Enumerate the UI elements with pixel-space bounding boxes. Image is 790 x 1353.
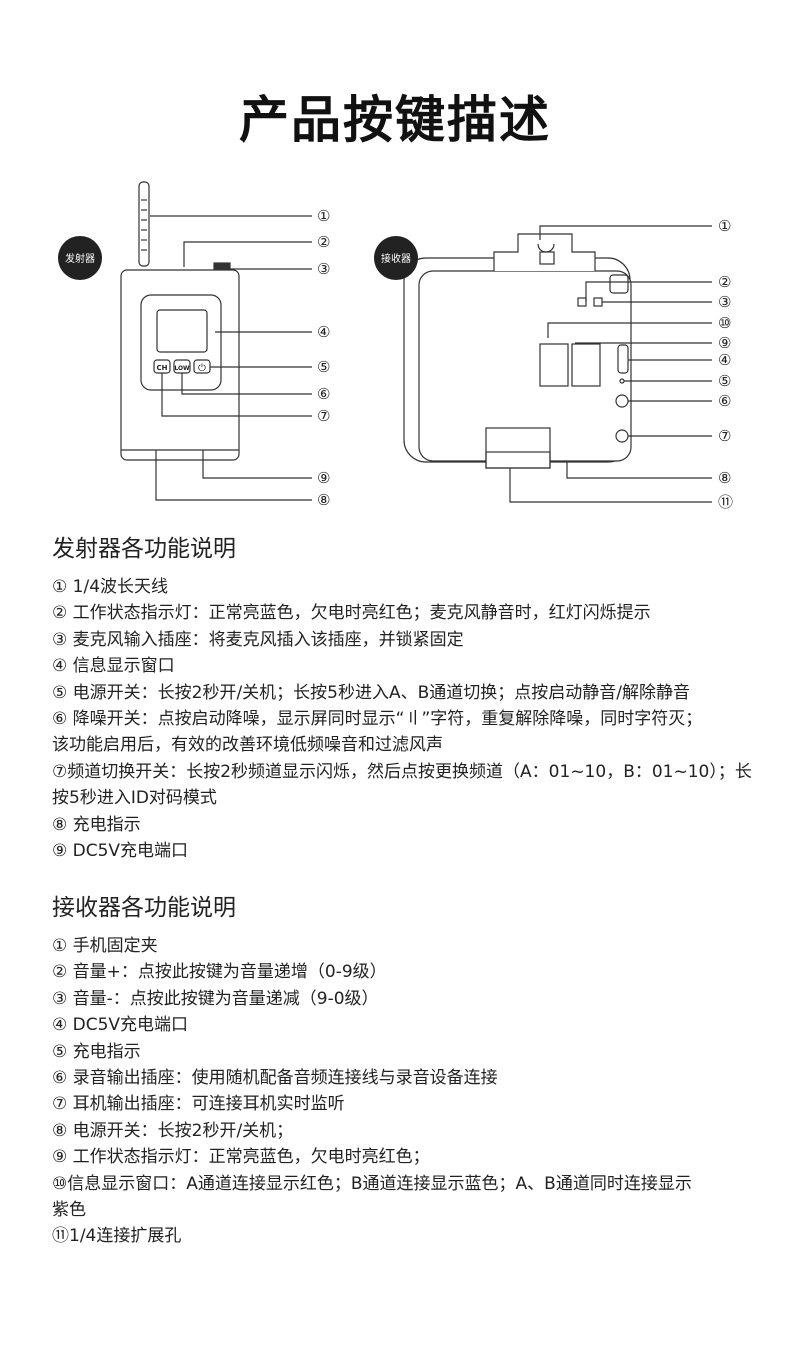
tx-callout-5: ⑤ [317, 358, 330, 376]
rx-callout-6: ⑥ [718, 392, 731, 410]
receiver-window-a [539, 343, 569, 387]
product-diagram: 发射器 接收器 CH LOW ⏻ ① ② ③ ④ ⑤ ⑥ ⑦ ⑨ ⑧ ① ② ③… [58, 181, 733, 511]
transmitter-heading: 发射器各功能说明 [52, 536, 236, 562]
receiver-line: ⑥ 录音输出插座：使用随机配备音频连接线与录音设备连接 [52, 1068, 498, 1089]
receiver-heading: 接收器各功能说明 [52, 895, 236, 921]
receiver-line: ② 音量+：点按此按键为音量递增（0-9级） [52, 962, 387, 983]
transmitter-panel [140, 294, 222, 391]
rx-callout-4: ④ [718, 351, 731, 369]
tx-callout-2: ② [317, 233, 330, 251]
transmitter-line: ⑨ DC5V充电端口 [52, 841, 189, 862]
receiver-line: ⑦ 耳机输出插座：可连接耳机实时监听 [52, 1094, 345, 1115]
rx-callout-7: ⑦ [718, 427, 731, 445]
transmitter-line: ⑧ 充电指示 [52, 814, 141, 835]
tx-callout-3: ③ [317, 260, 330, 278]
receiver-line: ⑤ 充电指示 [52, 1041, 141, 1062]
transmitter-display [156, 309, 208, 353]
receiver-line: ① 手机固定夹 [52, 936, 158, 956]
low-button-label: LOW [174, 365, 190, 372]
rx-callout-9: ⑨ [718, 334, 731, 352]
receiver-line: ⑧ 电源开关：长按2秒开/关机； [52, 1120, 294, 1141]
rx-callout-11: ⑪ [718, 493, 733, 511]
transmitter-line: ⑤ 电源开关：长按2秒开/关机；长按5秒进入A、B通道切换；点按启动静音/解除静… [52, 682, 691, 703]
receiver-tag: 接收器 [381, 252, 411, 265]
receiver-line: ⑪1/4连接扩展孔 [52, 1226, 182, 1247]
power-icon: ⏻ [198, 363, 206, 374]
rx-callout-8: ⑧ [718, 469, 731, 487]
page-title: 产品按键描述 [239, 91, 551, 149]
transmitter-line: ⑥ 降噪开关：点按启动降噪，显示屏同时显示“〢”字符，重复解除降噪，同时字符灭； [52, 709, 703, 730]
transmitter-line: 该功能启用后，有效的改善环境低频噪音和过滤风声 [52, 735, 443, 756]
rx-callout-10: ⑩ [718, 314, 731, 332]
tx-callout-4: ④ [317, 323, 330, 341]
transmitter-line: 按5秒进入ID对码模式 [52, 788, 217, 809]
receiver-window-b [571, 343, 601, 387]
ch-button-label: CH [157, 364, 168, 372]
rx-callout-5: ⑤ [718, 372, 731, 390]
transmitter-body [120, 269, 240, 461]
transmitter-line: ④ 信息显示窗口 [52, 656, 175, 677]
rx-callout-3: ③ [718, 293, 731, 311]
transmitter-line: ③ 麦克风输入插座：将麦克风插入该插座，并锁紧固定 [52, 629, 464, 650]
receiver-line: ④ DC5V充电端口 [52, 1015, 189, 1036]
transmitter-line: ⑦频道切换开关：长按2秒频道显示闪烁，然后点按更换频道（A：01~10，B：01… [52, 761, 752, 782]
power-switch [617, 344, 629, 374]
receiver-mount [485, 427, 551, 469]
tx-callout-8: ⑧ [317, 491, 330, 509]
transmitter-line: ① 1/4波长天线 [52, 577, 169, 597]
transmitter-line: ② 工作状态指示灯：正常亮蓝色，欠电时亮红色；麦克风静音时，红灯闪烁提示 [52, 603, 651, 624]
receiver-section: 接收器各功能说明 ① 手机固定夹 ② 音量+：点按此按键为音量递增（0-9级） … [52, 893, 752, 1250]
transmitter-antenna [138, 181, 150, 267]
receiver-line: ⑨ 工作状态指示灯：正常亮蓝色，欠电时亮红色； [52, 1147, 430, 1168]
tx-callout-7: ⑦ [317, 407, 330, 425]
tx-callout-9: ⑨ [317, 469, 330, 487]
transmitter-section: 发射器各功能说明 ① 1/4波长天线 ② 工作状态指示灯：正常亮蓝色，欠电时亮红… [52, 534, 752, 864]
transmitter-tag: 发射器 [65, 252, 95, 265]
transmitter-tag-badge [58, 236, 102, 280]
rx-callout-1: ① [718, 217, 731, 235]
receiver-tag-badge [374, 236, 418, 280]
receiver-line: ⑩信息显示窗口：A通道连接显示红色；B通道连接显示蓝色；A、B通道同时连接显示 [52, 1173, 692, 1194]
tx-callout-6: ⑥ [317, 385, 330, 403]
receiver-line: ③ 音量-：点按此按键为音量递减（9-0级） [52, 988, 379, 1009]
receiver-line: 紫色 [52, 1200, 86, 1221]
tx-callout-1: ① [317, 207, 330, 225]
rx-callout-2: ② [718, 273, 731, 291]
